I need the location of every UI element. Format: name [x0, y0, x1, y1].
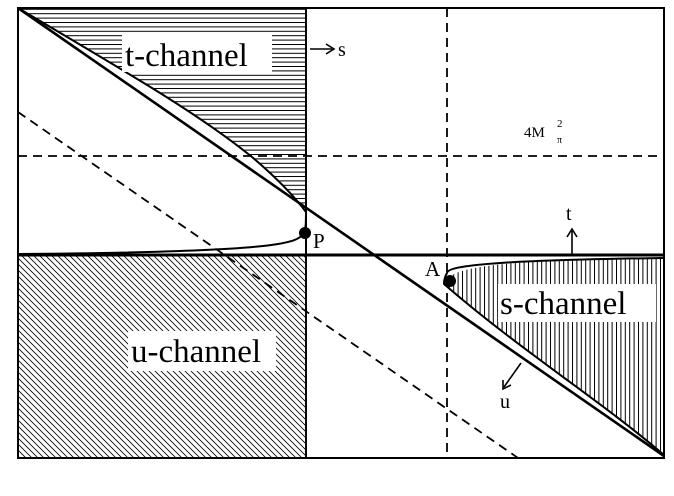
dashed-diagonal-threshold	[17, 111, 519, 459]
point-p-label: P	[313, 229, 325, 253]
point-a-marker	[444, 275, 456, 287]
threshold-label: 4M 2 π	[524, 118, 563, 146]
s-channel-label: s-channel	[500, 286, 626, 322]
threshold-superscript: 2	[557, 118, 563, 130]
t-axis-arrow	[566, 227, 578, 255]
s-axis-arrow	[310, 43, 336, 55]
diagram-frame	[17, 7, 665, 459]
point-p-marker	[299, 227, 311, 239]
point-a-label: A	[425, 257, 441, 281]
u-axis-arrow	[502, 362, 522, 391]
t-axis-label: t	[566, 203, 572, 225]
u-zero-line	[17, 6, 665, 458]
boundary-curve-left	[17, 7, 308, 255]
u-axis-label: u	[500, 391, 510, 413]
threshold-subscript: π	[557, 135, 562, 146]
s-axis-label: s	[338, 39, 346, 61]
t-channel-label: t-channel	[125, 38, 248, 74]
threshold-base: 4M	[524, 125, 545, 141]
u-channel-label: u-channel	[131, 334, 261, 370]
